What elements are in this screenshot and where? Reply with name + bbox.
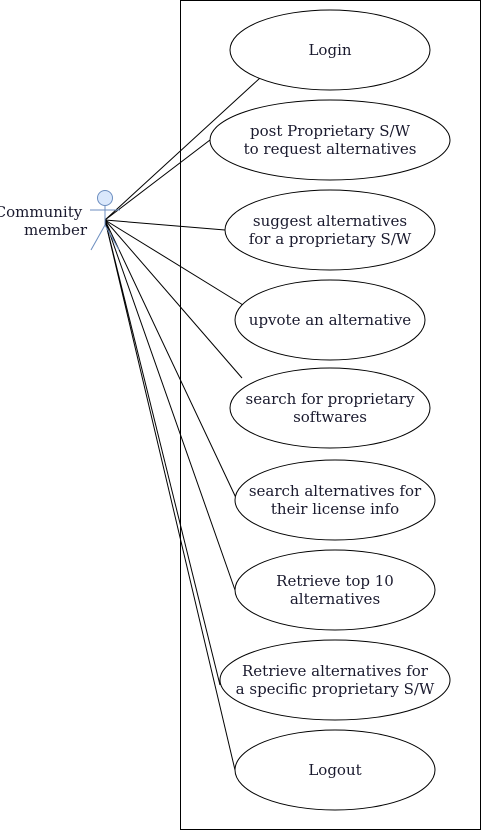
associations <box>104 77 261 771</box>
association-suggest-alternatives <box>104 219 226 231</box>
actor-label-line: member <box>24 221 88 239</box>
use-case-label-line: search alternatives for <box>249 482 422 500</box>
use-case-label-line: Login <box>308 41 351 59</box>
use-case-ellipse <box>234 279 426 361</box>
use-case-label-line: alternatives <box>290 590 380 608</box>
use-case-label-line: suggest alternatives <box>253 212 407 230</box>
use-case-label-line: Retrieve top 10 <box>276 572 394 590</box>
actor-right-leg <box>104 224 120 251</box>
association-upvote-alternative <box>104 219 244 306</box>
use-case-ellipse <box>209 99 451 181</box>
actor-head <box>97 190 113 206</box>
actor-label: Community member <box>0 203 88 239</box>
use-case-logout: Logout <box>234 729 436 811</box>
association-search-license <box>104 219 238 501</box>
use-case-label: Logout <box>308 761 361 779</box>
use-case-upvote-alternative: upvote an alternative <box>234 279 426 361</box>
use-case-label-line: for a proprietary S/W <box>249 230 412 248</box>
use-case-ellipse <box>224 189 436 271</box>
association-search-proprietary <box>104 219 243 379</box>
use-case-ellipse <box>234 459 436 541</box>
use-case-label-line: upvote an alternative <box>249 311 412 329</box>
use-case-ellipse <box>229 367 431 449</box>
association-retrieve-specific <box>104 219 221 686</box>
actor-left-leg <box>90 224 106 251</box>
use-case-label-line: softwares <box>293 408 367 426</box>
use-case-label-line: a specific proprietary S/W <box>236 680 435 698</box>
use-case-ellipse <box>234 729 436 811</box>
use-case-label-line: their license info <box>271 500 399 518</box>
use-case-ellipse <box>234 549 436 631</box>
use-case-ellipse <box>219 639 451 721</box>
actor-figure <box>90 190 120 251</box>
actor-label-line: Community <box>0 203 83 221</box>
association-post-proprietary <box>104 139 211 221</box>
association-retrieve-top10 <box>104 219 236 591</box>
use-case-label: upvote an alternative <box>249 311 412 329</box>
use-case-label-line: Logout <box>308 761 361 779</box>
use-case-label-line: search for proprietary <box>246 390 415 408</box>
use-case-label-line: Retrieve alternatives for <box>242 662 429 680</box>
use-case-login: Login <box>229 9 431 91</box>
association-logout <box>104 219 236 771</box>
use-case-label-line: post Proprietary S/W <box>250 122 411 140</box>
use-case-label-line: to request alternatives <box>244 140 417 158</box>
use-case-ellipse <box>229 9 431 91</box>
association-login <box>104 77 261 221</box>
use-case-label: Login <box>308 41 351 59</box>
